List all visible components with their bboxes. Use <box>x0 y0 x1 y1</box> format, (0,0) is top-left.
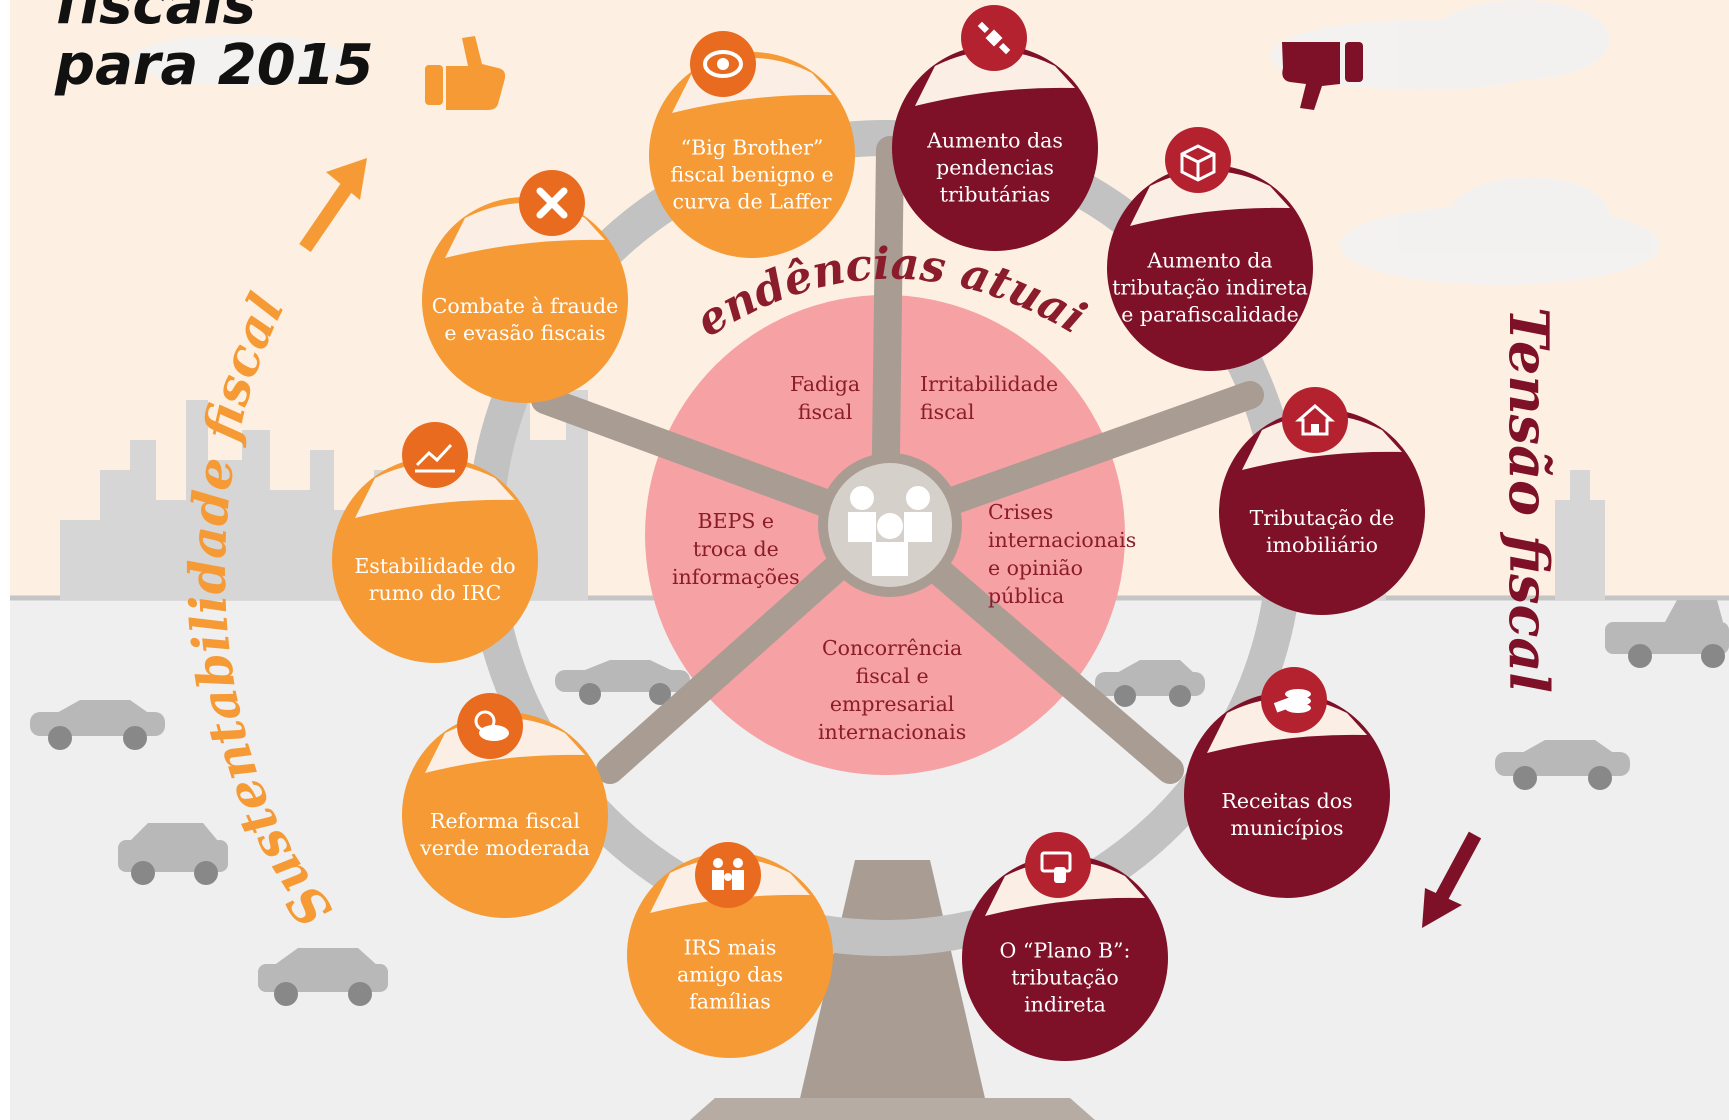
people-icon <box>848 486 932 576</box>
gondola <box>422 170 628 403</box>
gondola-icon-badge <box>402 422 468 488</box>
gondola <box>332 422 538 663</box>
gondola <box>962 832 1168 1061</box>
gondola-icon-badge <box>1282 387 1348 453</box>
down-arrow-icon <box>1433 831 1482 904</box>
clouds <box>130 0 1660 285</box>
satellite-icon <box>977 21 1011 55</box>
thumbs-down-icon <box>1282 42 1363 110</box>
gondola-window <box>355 463 515 518</box>
center-label-fadiga: Fadiga fiscal <box>790 372 861 424</box>
base-shadow <box>690 1098 1095 1120</box>
gondola-label: O “Plano B”: tributação indireta <box>999 938 1131 1017</box>
gondola-icon-badge <box>1165 127 1231 193</box>
gondola <box>402 693 608 918</box>
gondola-window <box>1130 171 1290 226</box>
house-icon <box>1295 404 1335 436</box>
right-arc-label: Tensão fiscal <box>1497 307 1561 693</box>
down-arrow-head <box>1422 888 1462 928</box>
center-label-crises: Crises internacionais e opinião pública <box>988 500 1137 608</box>
left-margin-strip <box>0 0 10 1120</box>
cross-icon <box>536 187 568 219</box>
gondola <box>649 31 855 258</box>
title-line-1: fiscais <box>55 0 256 37</box>
gondola-label: Tributação de imobiliário <box>1249 506 1395 557</box>
thumbs-up-icon <box>425 36 506 110</box>
gondola-label: IRS mais amigo das famílias <box>676 935 784 1014</box>
gondola-label: “Big Brother” fiscal benigno e curva de … <box>670 135 834 214</box>
gondola <box>1107 127 1313 371</box>
center-label-irritabilidade: Irritabilidade fiscal <box>920 372 1059 424</box>
chart-up-icon <box>415 443 455 473</box>
gondola-label: Aumento das pendencias tributárias <box>927 128 1063 207</box>
up-arrow-head <box>326 158 367 200</box>
gondola-icon-badge <box>1025 832 1091 898</box>
gondola-label: Combate à fraude e evasão fiscais <box>431 294 619 345</box>
eye-icon <box>703 50 743 78</box>
gondola-label: Receitas dos municípios <box>1221 789 1353 840</box>
center-label-concorrencia: Concorrência fiscal e empresarial intern… <box>818 636 967 744</box>
center-label-beps: BEPS e troca de informações <box>672 509 800 589</box>
coins-icon <box>1273 689 1311 713</box>
gondola-label: Aumento da tributação indireta e parafis… <box>1112 248 1308 327</box>
gondola <box>1184 667 1390 898</box>
gondola <box>892 5 1098 251</box>
gondola <box>627 842 833 1058</box>
gondola-layer <box>332 5 1425 1061</box>
cars <box>30 600 1729 1006</box>
title-line-2: para 2015 <box>55 33 374 98</box>
box-icon <box>1180 144 1216 182</box>
gondola-label: Reforma fiscal verde moderada <box>420 809 590 860</box>
card-icon <box>1040 851 1072 883</box>
weather-icon <box>474 710 509 741</box>
gondola-window <box>915 51 1075 106</box>
family-icon <box>712 858 744 890</box>
gondola <box>1219 387 1425 615</box>
gondola-label: Estabilidade do rumo do IRC <box>354 554 516 605</box>
